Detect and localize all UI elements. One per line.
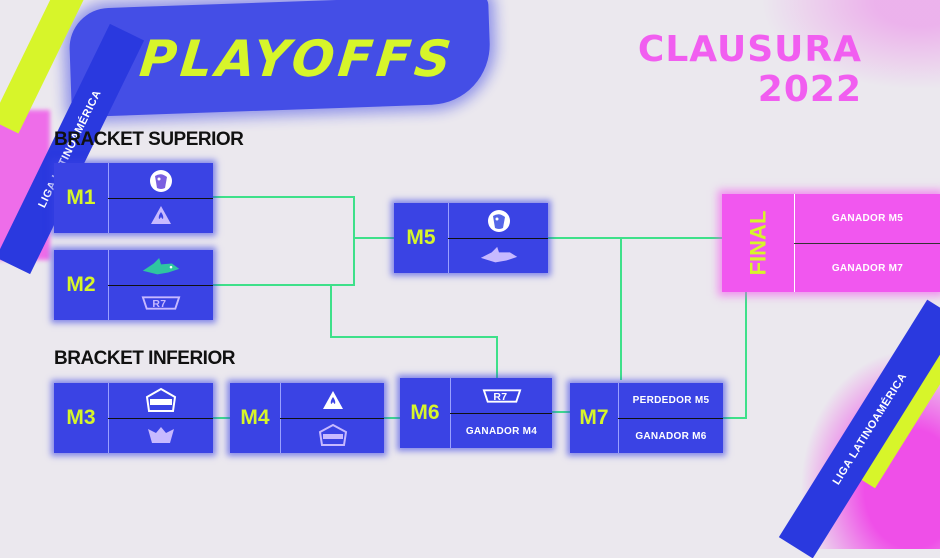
match-divider — [108, 198, 213, 199]
infinity-logo-icon — [313, 423, 353, 449]
match-m2[interactable]: M2 R7 — [54, 250, 213, 320]
match-divider — [794, 243, 940, 244]
lion-logo-icon — [479, 208, 519, 234]
spade-logo-icon — [313, 388, 353, 414]
match-m7-label: M7 — [579, 406, 609, 429]
match-m3[interactable]: M3 — [54, 383, 213, 453]
match-m6[interactable]: M6 R7 GANADOR M4 — [400, 378, 552, 448]
svg-text:R7: R7 — [493, 391, 507, 402]
connector-m2-m5 — [213, 238, 355, 286]
m1-team-top — [109, 163, 213, 198]
match-divider — [618, 418, 723, 419]
final-label: FINAL — [722, 194, 794, 292]
match-m5-label: M5 — [406, 226, 436, 249]
match-m1-label: M1 — [66, 186, 96, 209]
lion-logo-icon — [141, 168, 181, 194]
final-team-top: GANADOR M5 — [831, 213, 904, 224]
m6-team-bottom: GANADOR M4 — [465, 425, 538, 437]
shark-green-logo-icon — [141, 255, 181, 281]
m2-team-top — [109, 250, 213, 285]
m4-team-top — [281, 383, 384, 418]
match-m3-label: M3 — [66, 406, 96, 429]
final-team-bottom: GANADOR M7 — [831, 262, 904, 274]
r7-logo-icon: R7 — [482, 383, 522, 409]
match-m1[interactable]: M1 — [54, 163, 213, 233]
match-m7[interactable]: M7 PERDEDOR M5 GANADOR M6 — [570, 383, 723, 453]
spade-logo-icon — [141, 203, 181, 229]
match-divider — [108, 418, 213, 419]
season-title: CLAUSURA 2022 — [638, 30, 862, 110]
match-divider — [280, 418, 384, 419]
match-final[interactable]: FINAL GANADOR M5 GANADOR M7 — [722, 194, 940, 292]
shark-blue-logo-icon — [479, 243, 519, 269]
m1-team-bottom — [109, 199, 213, 233]
bracket-connectors — [213, 196, 747, 419]
m2-team-bottom: R7 — [109, 286, 213, 320]
match-m4[interactable]: M4 — [230, 383, 384, 453]
r7-logo-icon: R7 — [141, 290, 181, 316]
m3-team-top — [109, 383, 213, 418]
match-m6-label: M6 — [410, 401, 440, 424]
beast-logo-icon — [141, 423, 181, 449]
m4-team-bottom — [281, 419, 384, 453]
match-m5[interactable]: M5 — [394, 203, 548, 273]
match-divider — [450, 413, 552, 414]
final-label-text: FINAL — [744, 210, 770, 276]
connector-m1m2-to-m6 — [330, 285, 498, 378]
m6-team-top: R7 — [451, 378, 552, 413]
connector-m1-m5 — [213, 196, 394, 239]
pink-splash-top-right — [760, 0, 940, 90]
infinity-logo-icon — [141, 387, 181, 414]
m3-team-bottom — [109, 419, 213, 453]
svg-text:R7: R7 — [152, 299, 166, 310]
m7-team-bottom: GANADOR M6 — [635, 430, 707, 442]
m7-team-top: PERDEDOR M5 — [632, 395, 710, 406]
season-year: 2022 — [757, 69, 862, 110]
connector-m7-final — [723, 292, 747, 419]
m5-team-top — [449, 203, 548, 238]
match-m4-label: M4 — [240, 406, 270, 429]
m5-team-bottom — [449, 239, 548, 273]
season-name: CLAUSURA — [637, 29, 862, 70]
upper-bracket-label: BRACKET SUPERIOR — [54, 129, 244, 150]
lower-bracket-label: BRACKET INFERIOR — [54, 348, 235, 369]
match-divider — [448, 238, 548, 239]
match-divider — [108, 285, 213, 286]
match-m2-label: M2 — [66, 273, 96, 296]
